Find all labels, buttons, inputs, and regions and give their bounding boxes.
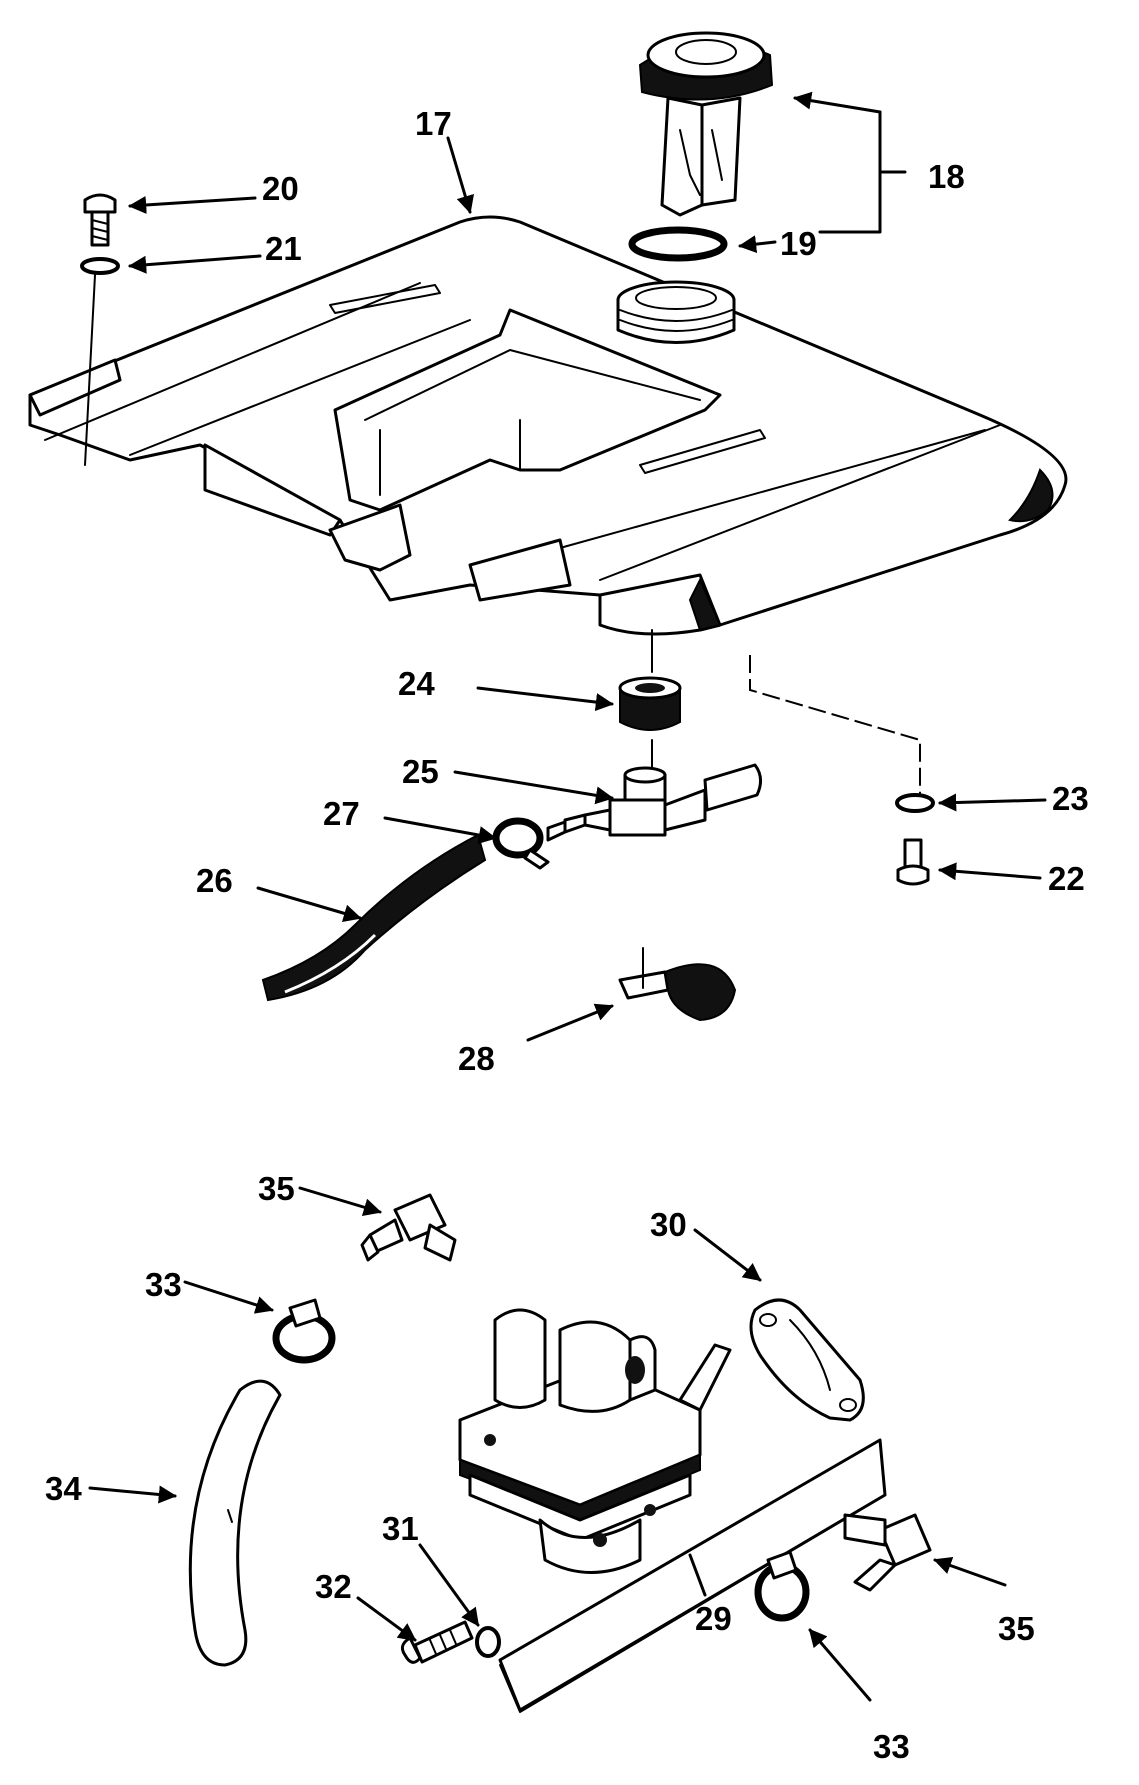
- cap-gasket: [628, 226, 728, 262]
- callout-32: 32: [315, 1568, 352, 1605]
- screw-22: [896, 838, 930, 886]
- filler-cap-with-gauge: [638, 31, 774, 217]
- callout-25: 25: [402, 753, 439, 790]
- callout-33-lower: 33: [873, 1728, 910, 1765]
- elbow-fitting-35-upper: [360, 1193, 457, 1262]
- pump-base-outline: [499, 1509, 861, 1713]
- callout-20: 20: [262, 170, 299, 207]
- screw-32: [400, 1620, 474, 1664]
- elbow-hose-34: [188, 1379, 282, 1667]
- leader-screw-20: [84, 274, 96, 466]
- callout-28: 28: [458, 1040, 495, 1077]
- callout-24: 24: [398, 665, 435, 702]
- hose-clip-28: [618, 947, 737, 1022]
- hose-clamp-33-lower: [754, 1550, 810, 1622]
- bushing-24: [618, 676, 682, 731]
- screw-20: [83, 193, 117, 247]
- callout-35-lower: 35: [998, 1610, 1035, 1647]
- callout-21: 21: [265, 230, 302, 267]
- washer-31: [475, 1626, 501, 1658]
- callout-31: 31: [382, 1510, 419, 1547]
- leader-tank-mount: [749, 655, 921, 795]
- callout-33-upper: 33: [145, 1266, 182, 1303]
- callout-34: 34: [45, 1470, 82, 1507]
- callout-35-upper: 35: [258, 1170, 295, 1207]
- callout-27: 27: [323, 795, 360, 832]
- callout-19: 19: [780, 225, 817, 262]
- callout-29: 29: [695, 1600, 732, 1637]
- hose-clamp-27: [492, 817, 550, 870]
- callout-23: 23: [1052, 780, 1089, 817]
- washer-23: [895, 793, 935, 813]
- fuel-hose-26: [261, 833, 487, 1002]
- shutoff-valve-25: [546, 763, 762, 842]
- callout-26: 26: [196, 862, 233, 899]
- fuel-tank: [28, 215, 1068, 636]
- callout-labels: 17 18 19 20 21 22 23 24 25 26 27 28 29 3…: [45, 105, 1089, 1765]
- leader-lines: [88, 91, 1047, 1702]
- callout-30: 30: [650, 1206, 687, 1243]
- fuel-pump-29: [458, 1308, 887, 1712]
- elbow-fitting-35-lower: [843, 1513, 932, 1592]
- pump-gasket-30: [749, 1298, 865, 1422]
- callout-17: 17: [415, 105, 452, 142]
- washer-21: [80, 257, 120, 275]
- callout-22: 22: [1048, 860, 1085, 897]
- hose-clamp-33-upper: [272, 1298, 336, 1364]
- callout-18: 18: [928, 158, 965, 195]
